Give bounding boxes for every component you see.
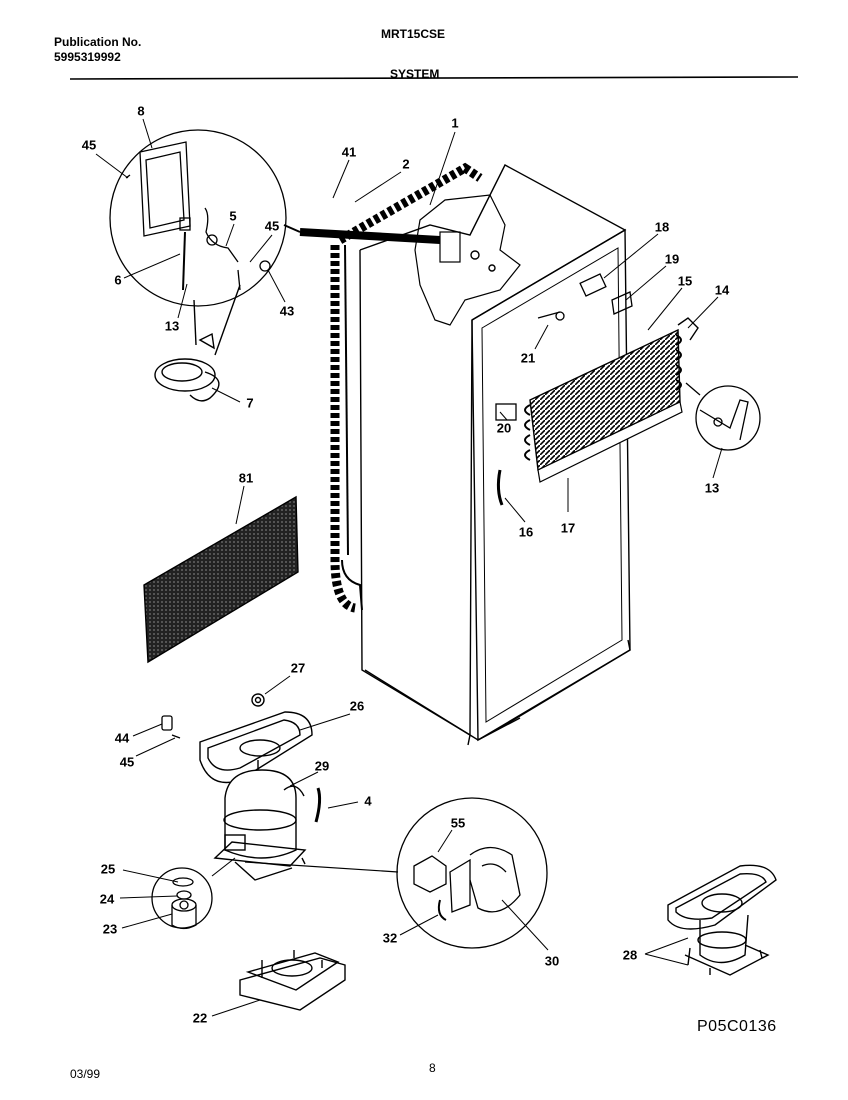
callout-28: 28 — [622, 947, 638, 963]
publication-label: Publication No. — [54, 35, 142, 49]
leader-lines — [95, 118, 723, 1017]
callout-15: 15 — [677, 273, 693, 289]
compressor-assembly — [667, 864, 777, 976]
callout-30: 30 — [544, 953, 560, 969]
callout-16: 16 — [518, 524, 534, 540]
callout-17: 17 — [560, 520, 576, 536]
callout-55: 55 — [450, 815, 466, 831]
mounting-grommet — [151, 867, 213, 930]
callout-13: 13 — [164, 318, 180, 334]
compressor — [213, 760, 322, 881]
detail-circle-relay — [396, 797, 548, 949]
callout-13: 13 — [704, 480, 720, 496]
callout-6: 6 — [114, 272, 122, 288]
small-parts-left — [161, 715, 181, 739]
base-tray — [239, 950, 346, 1011]
callout-5: 5 — [229, 208, 237, 224]
callout-81: 81 — [238, 470, 254, 486]
callout-43: 43 — [279, 303, 295, 319]
callout-25: 25 — [100, 861, 116, 877]
callout-20: 20 — [496, 420, 512, 436]
callout-29: 29 — [314, 758, 330, 774]
callout-32: 32 — [382, 930, 398, 946]
grille — [143, 495, 299, 664]
callout-26: 26 — [349, 698, 365, 714]
small-parts-right — [495, 273, 633, 506]
refrigerator-cabinet — [359, 164, 631, 746]
callout-45: 45 — [119, 754, 135, 770]
diagram-code: P05C0136 — [697, 1018, 777, 1035]
condenser-coil — [524, 317, 699, 483]
callout-44: 44 — [114, 730, 130, 746]
tubing-loop — [299, 162, 483, 613]
callout-4: 4 — [364, 793, 372, 809]
header-rule — [69, 76, 799, 80]
callout-7: 7 — [246, 395, 254, 411]
power-cord — [154, 284, 241, 402]
footer-date: 03/99 — [70, 1067, 101, 1081]
callout-23: 23 — [102, 921, 118, 937]
callout-19: 19 — [664, 251, 680, 267]
page-number: 8 — [429, 1061, 436, 1075]
callout-27: 27 — [290, 660, 306, 676]
detail-circle-right — [685, 382, 761, 451]
publication-number: 5995319992 — [54, 50, 121, 64]
callout-24: 24 — [99, 891, 115, 907]
callout-22: 22 — [192, 1010, 208, 1026]
callout-18: 18 — [654, 219, 670, 235]
section-title: SYSTEM — [390, 67, 440, 81]
callout-21: 21 — [520, 350, 536, 366]
detail-circle-upper-left — [109, 129, 287, 307]
callout-1: 1 — [451, 115, 459, 131]
callout-14: 14 — [714, 282, 730, 298]
callout-45: 45 — [264, 218, 280, 234]
callout-41: 41 — [341, 144, 357, 160]
callout-2: 2 — [402, 156, 410, 172]
callout-8: 8 — [137, 103, 145, 119]
drain-pan — [199, 693, 313, 784]
callout-45: 45 — [81, 137, 97, 153]
model-number: MRT15CSE — [381, 27, 446, 41]
